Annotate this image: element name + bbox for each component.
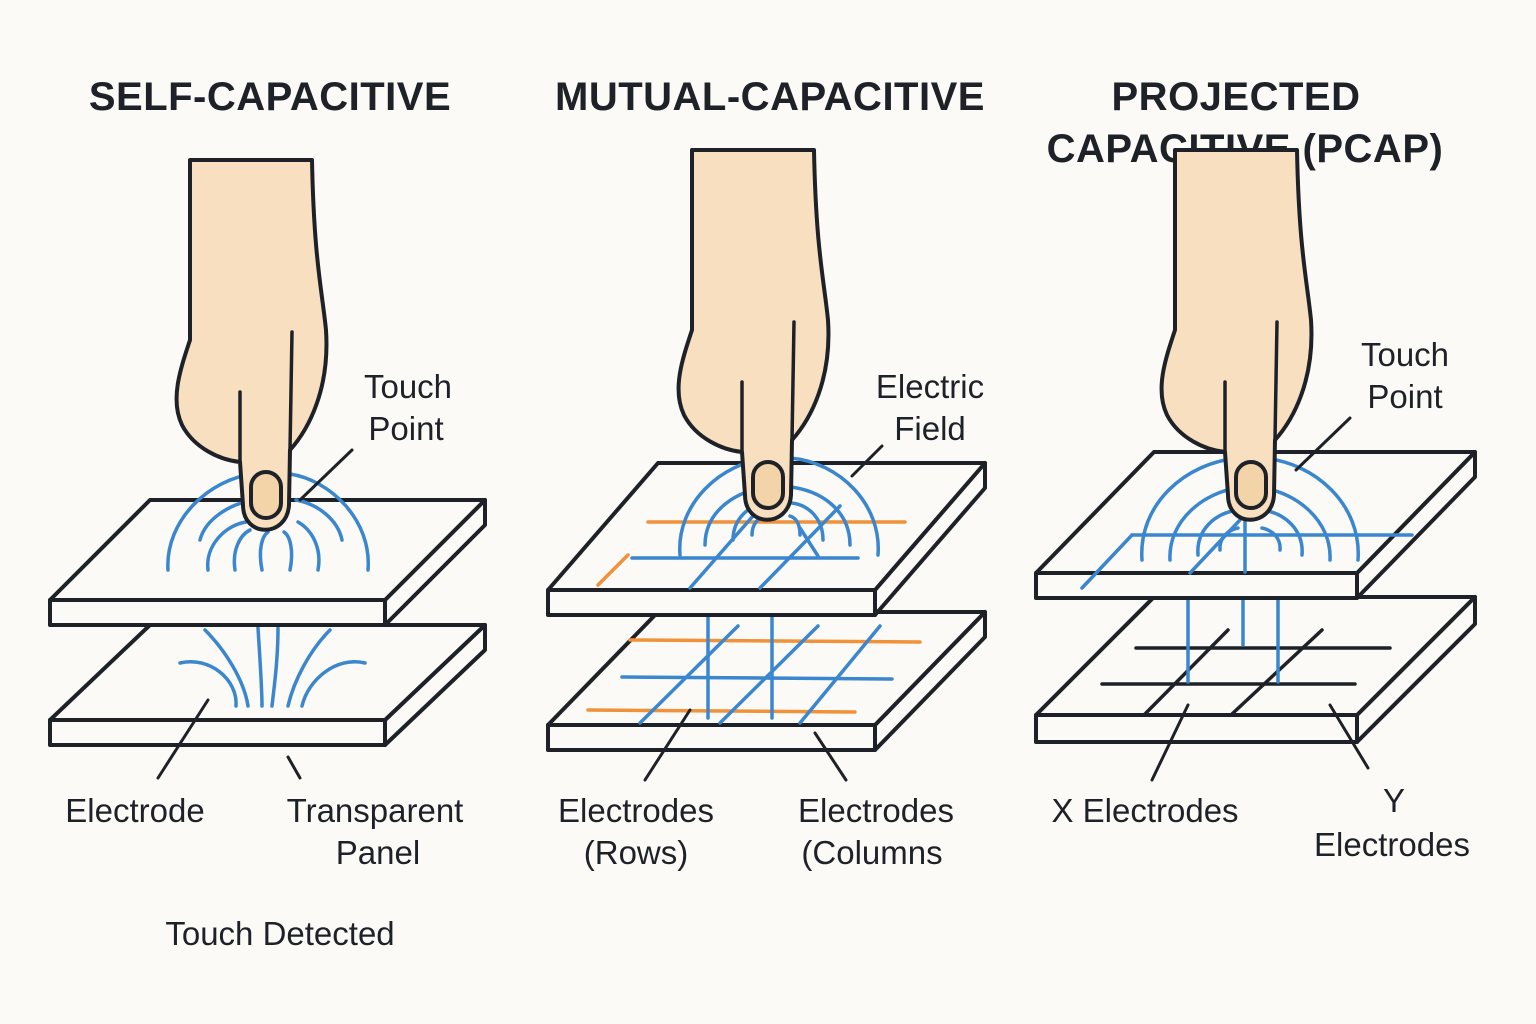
transparent-panel-label-2: Panel xyxy=(336,834,420,871)
touch-point-leader-pcap xyxy=(1294,416,1352,472)
panel-mutual-capacitive: MUTUAL-CAPACITIVE xyxy=(546,75,987,871)
electrodes-rows-label-2: (Rows) xyxy=(584,834,689,871)
finger-icon xyxy=(174,158,329,532)
electric-field-leader xyxy=(850,444,884,478)
rows-leader xyxy=(643,708,692,782)
top-plate-self xyxy=(48,498,487,627)
panel-leader-self xyxy=(286,755,302,780)
panel-title-mutual: MUTUAL-CAPACITIVE xyxy=(555,75,985,119)
touch-point-leader-self xyxy=(298,448,354,502)
bottom-plate-pcap xyxy=(1034,595,1477,744)
touch-point-label-pcap-2: Point xyxy=(1367,378,1442,415)
columns-leader xyxy=(813,731,848,782)
touch-point-label-self-2: Point xyxy=(368,410,443,447)
panel-projected-capacitive: PROJECTED CAPACITIVE (PCAP) xyxy=(1034,75,1477,863)
electrodes-columns-label-2: (Columns xyxy=(801,834,942,871)
electrode-label-self: Electrode xyxy=(65,792,204,829)
x-electrodes-label: X Electrodes xyxy=(1051,792,1238,829)
electrodes-rows-label-1: Electrodes xyxy=(558,792,714,829)
bottom-plate-self xyxy=(48,623,487,747)
electrodes-columns-label-1: Electrodes xyxy=(798,792,954,829)
transparent-panel-label-1: Transparent xyxy=(287,792,464,829)
panel-title-pcap-1: PROJECTED xyxy=(1112,75,1361,119)
top-grid-mutual xyxy=(596,504,907,590)
electrode-leader-self xyxy=(156,698,210,780)
field-arcs-self xyxy=(166,472,370,572)
y-electrodes-label-1: Y xyxy=(1383,782,1405,819)
electric-field-label-2: Field xyxy=(894,410,966,447)
touch-detected-status: Touch Detected xyxy=(165,915,394,952)
panel-title-self: SELF-CAPACITIVE xyxy=(89,75,451,119)
y-electrodes-leader xyxy=(1328,703,1370,770)
y-electrodes-label-2: Electrodes xyxy=(1314,826,1470,863)
panel-self-capacitive: SELF-CAPACITIVE xyxy=(48,75,487,952)
electric-field-label-1: Electric xyxy=(876,368,984,405)
x-electrodes-leader xyxy=(1150,703,1190,782)
bottom-grid-pcap xyxy=(1100,596,1392,716)
field-lines-lower-self xyxy=(178,626,367,708)
bottom-plate-mutual xyxy=(546,610,987,752)
bottom-grid-mutual xyxy=(586,593,922,725)
touch-point-label-pcap-1: Touch xyxy=(1361,336,1449,373)
touch-point-label-self-1: Touch xyxy=(364,368,452,405)
